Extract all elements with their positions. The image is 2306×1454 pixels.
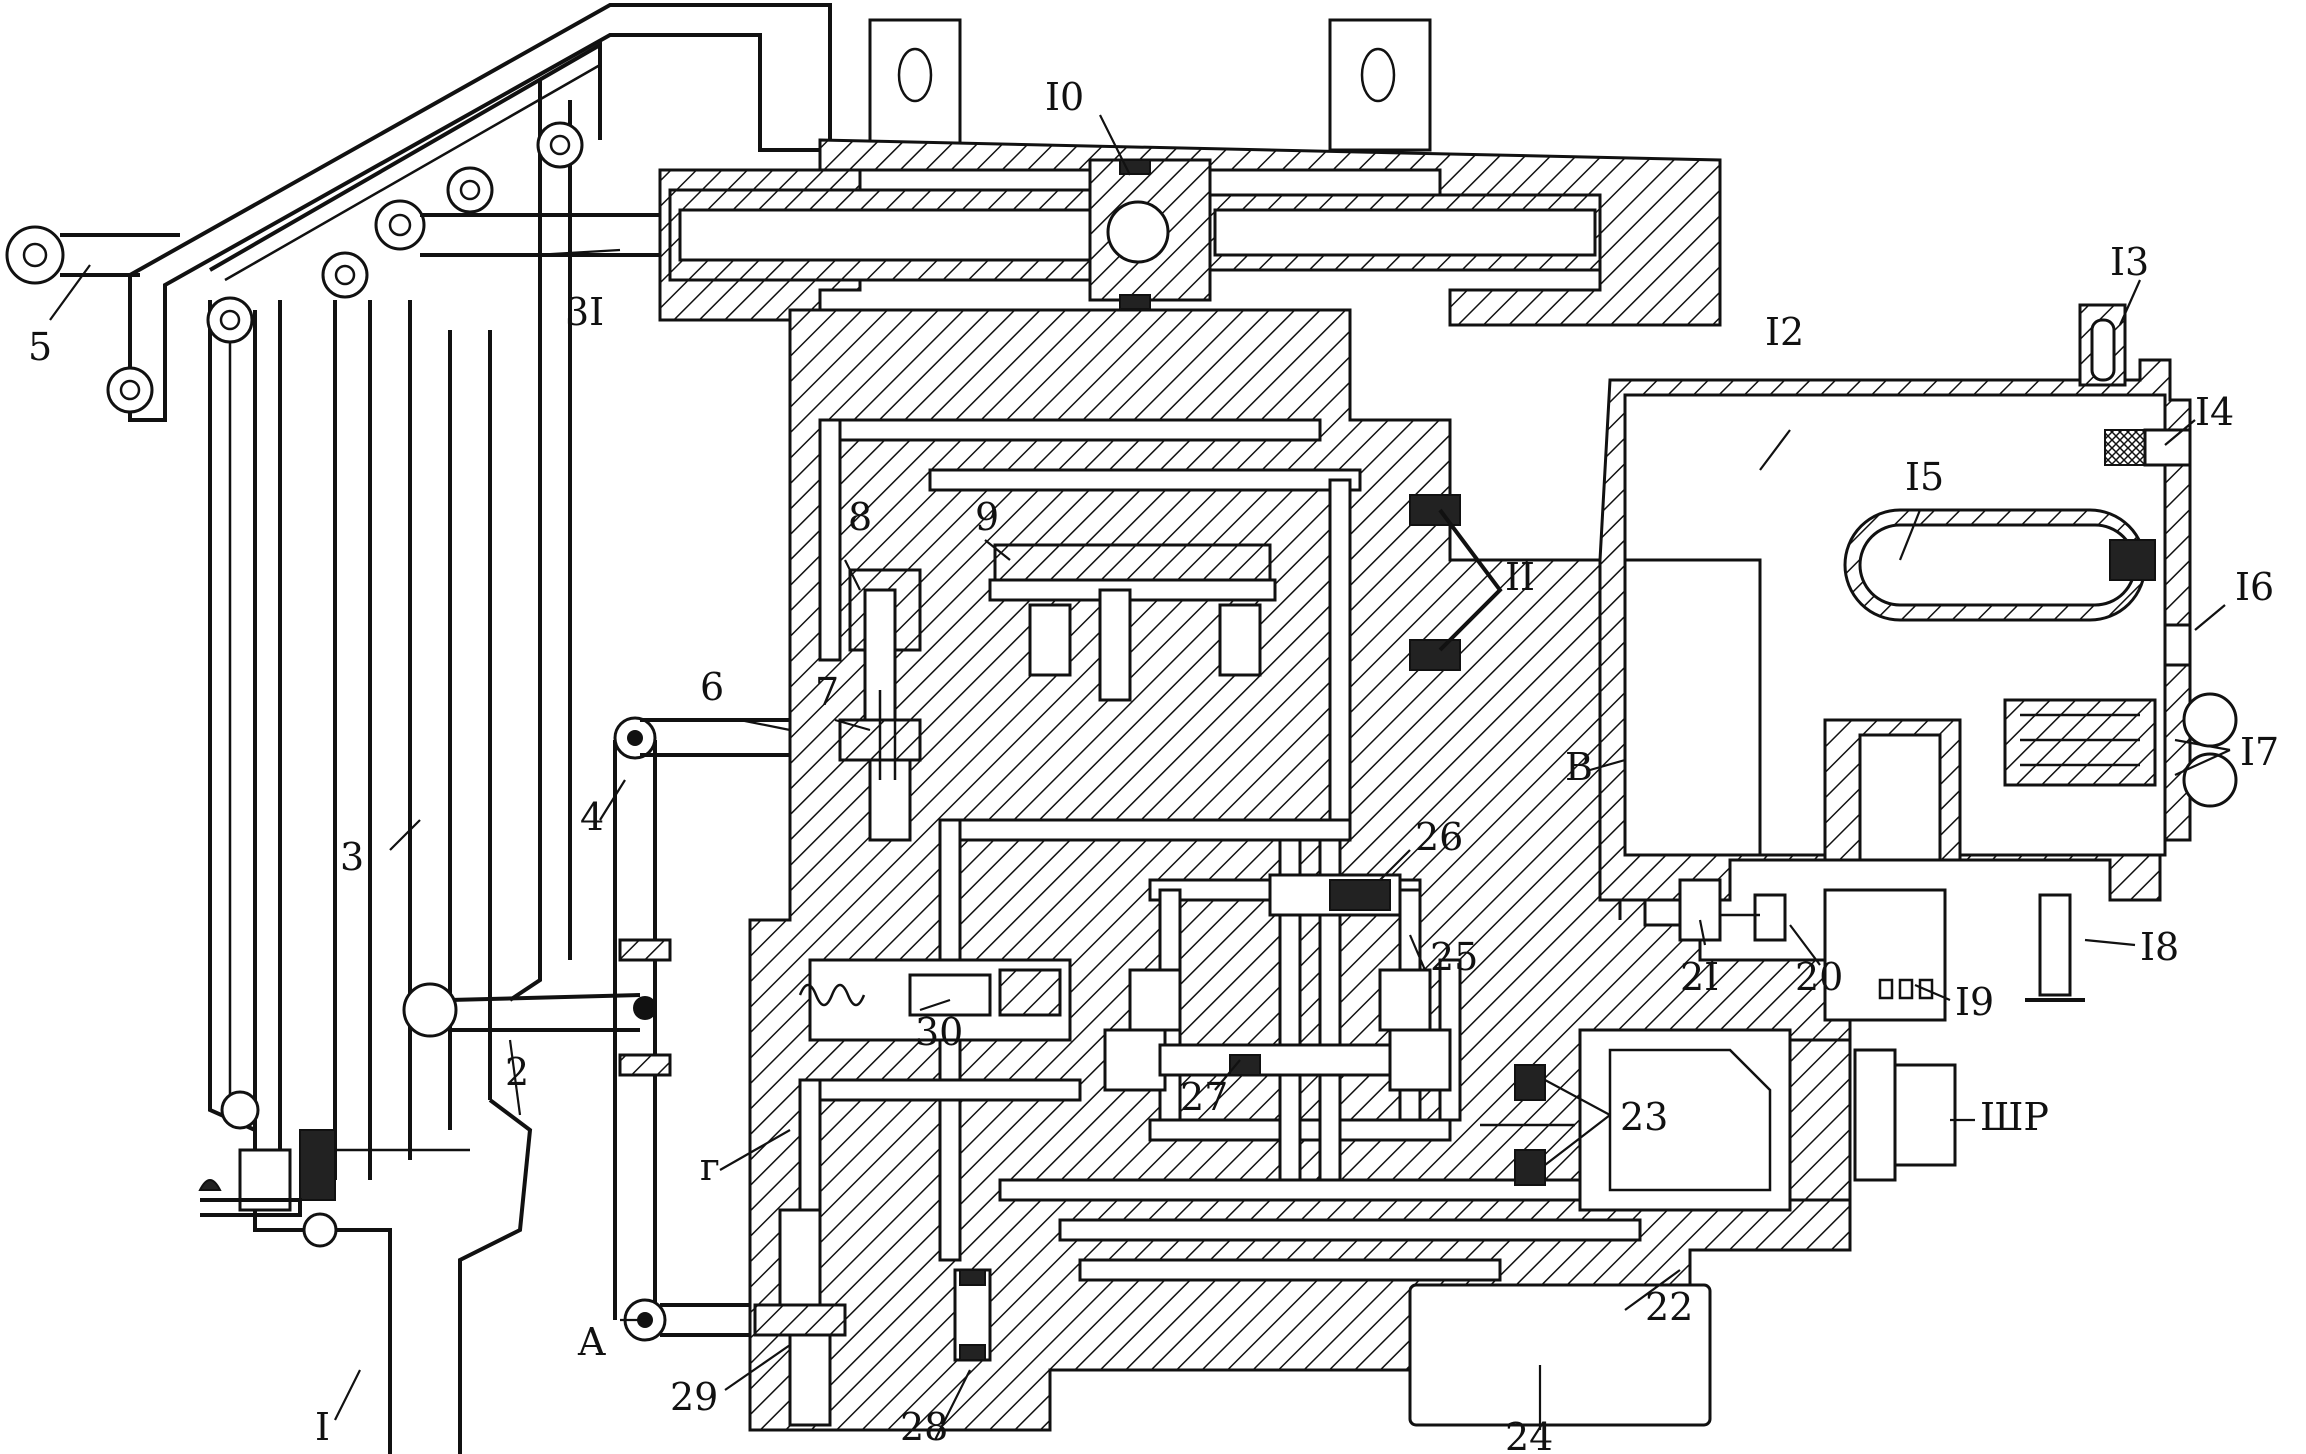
label-22: 22 [1645, 1285, 1693, 1329]
label-2: 2 [505, 1050, 529, 1094]
label-7: 7 [815, 670, 839, 714]
label-B: B [1565, 745, 1593, 789]
central-valve-block [748, 308, 1957, 1432]
label-13: I3 [2110, 240, 2149, 284]
label-A: A [577, 1320, 606, 1364]
label-21: 2I [1680, 955, 1719, 999]
label-27: 27 [1180, 1075, 1228, 1119]
label-10: I0 [1045, 75, 1084, 119]
label-14: I4 [2195, 390, 2234, 434]
label-20: 20 [1795, 955, 1843, 999]
leaders [49, 114, 2231, 1441]
label-4: 4 [580, 795, 604, 839]
label-9: 9 [975, 495, 999, 539]
label-ShR: ШР [1980, 1095, 2049, 1139]
label-23: 23 [1620, 1095, 1668, 1139]
label-1-5: 5 [28, 325, 52, 369]
label-30: 30 [915, 1010, 963, 1054]
label-24: 24 [1505, 1415, 1553, 1454]
label-12: I2 [1765, 310, 1804, 354]
lever-frame [5, 2, 832, 1454]
label-1: I [315, 1405, 330, 1449]
label-6: 6 [700, 665, 724, 709]
label-g: г [700, 1145, 720, 1189]
label-3: 3 [340, 835, 364, 879]
label-8: 8 [848, 495, 872, 539]
label-28: 28 [900, 1405, 948, 1449]
label-19: I9 [1955, 980, 1994, 1024]
label-15: I5 [1905, 455, 1944, 499]
top-cylinder [658, 18, 1722, 327]
callout-labels: 5 3I I0 3 4 6 8 9 7 II I2 I3 I4 I5 I6 I7… [28, 75, 2279, 1454]
label-26: 26 [1415, 815, 1463, 859]
label-29: 29 [670, 1375, 718, 1419]
label-16: I6 [2235, 565, 2274, 609]
label-18: I8 [2140, 925, 2179, 969]
right-chamber [1598, 303, 2238, 1022]
label-17: I7 [2240, 730, 2279, 774]
label-25: 25 [1430, 935, 1478, 979]
label-31: 3I [565, 290, 604, 334]
label-11: II [1505, 555, 1535, 599]
